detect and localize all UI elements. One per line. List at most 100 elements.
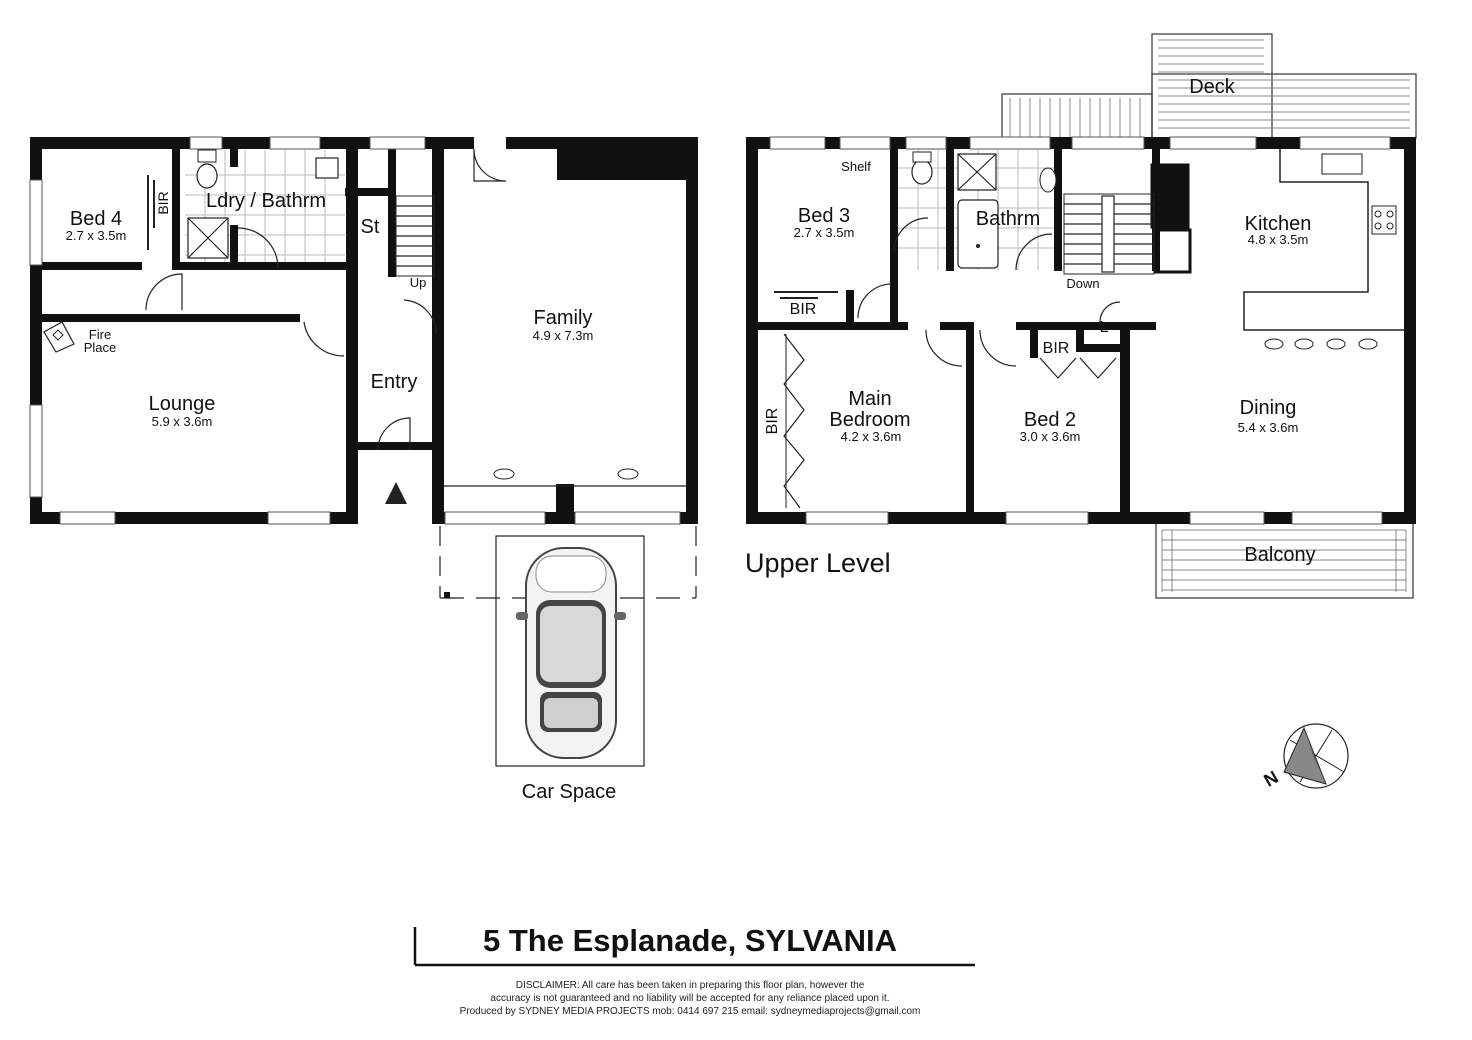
wall: [388, 149, 396, 277]
shelf-label: Shelf: [841, 159, 871, 174]
dining-dimensions: 5.4 x 3.6m: [1238, 420, 1299, 435]
bed4-dimensions: 2.7 x 3.5m: [66, 228, 127, 243]
title-block: 5 The Esplanade, SYLVANIA DISCLAIMER: Al…: [413, 923, 975, 1017]
stairs-down: [1063, 193, 1155, 275]
window: [1169, 136, 1257, 150]
window: [369, 136, 426, 150]
disclaimer-line1: DISCLAIMER: All care has been taken in p…: [516, 980, 865, 991]
wall: [1076, 344, 1126, 352]
deck-label: Deck: [1189, 76, 1236, 98]
window: [805, 511, 889, 525]
bir-bed2-label: BIR: [1043, 340, 1070, 357]
wall: [444, 137, 474, 149]
main-bedroom-dimensions: 4.2 x 3.6m: [841, 429, 902, 444]
window: [839, 136, 891, 150]
kitchen-dimensions: 4.8 x 3.5m: [1248, 232, 1309, 247]
bir-main-label: BIR: [764, 408, 781, 435]
wall: [890, 149, 898, 323]
disclaimer-line3: Produced by SYDNEY MEDIA PROJECTS mob: 0…: [460, 1006, 921, 1017]
compass-north-label: N: [1260, 767, 1281, 791]
pantry-fridge-box: [1150, 163, 1190, 229]
window: [1299, 136, 1391, 150]
wall: [230, 149, 238, 167]
wall: [230, 225, 238, 270]
laundry-bathroom-label: Ldry / Bathrm: [206, 190, 326, 212]
stairs-down-label: Down: [1066, 276, 1099, 291]
window: [905, 136, 947, 150]
sink-icon: [1321, 153, 1363, 175]
stairs-up-label: Up: [410, 275, 427, 290]
window: [269, 136, 321, 150]
wall: [1154, 228, 1192, 274]
wall: [1030, 322, 1038, 358]
entry-arrow-icon: [385, 482, 407, 504]
window: [29, 404, 43, 498]
bir-bed3-label: BIR: [790, 301, 817, 318]
family-label: Family: [534, 307, 593, 329]
fireplace-icon: [43, 321, 75, 353]
window: [1071, 136, 1145, 150]
disclaimer-line2: accuracy is not guaranteed and no liabil…: [490, 993, 889, 1004]
basin-icon: [1039, 167, 1057, 193]
wall: [686, 137, 698, 524]
store-cupboard: [557, 148, 687, 180]
window: [29, 179, 43, 266]
wall: [1054, 149, 1062, 271]
entry-label: Entry: [371, 371, 418, 393]
window: [267, 511, 331, 525]
fireplace-label-line1: Fire: [89, 327, 111, 342]
bed2-dimensions: 3.0 x 3.6m: [1020, 429, 1081, 444]
window: [1005, 511, 1089, 525]
main-bedroom-label-line2: Bedroom: [829, 409, 910, 431]
family-dimensions: 4.9 x 7.3m: [533, 328, 594, 343]
stairs-up: [395, 195, 435, 277]
main-bedroom-label-line1: Main: [848, 388, 891, 410]
wall: [506, 137, 698, 149]
wall: [758, 322, 908, 330]
bed4-label: Bed 4: [70, 208, 122, 230]
stool-icons: [493, 468, 639, 480]
upper-level-plan: Deck Shelf Bed 3 2.7 x 3.5m Bathrm P FR …: [746, 33, 1417, 599]
lounge-dimensions: 5.9 x 3.6m: [152, 414, 213, 429]
wall: [946, 149, 954, 271]
kitchen-label: Kitchen: [1245, 213, 1312, 235]
car-space-label: Car Space: [522, 781, 617, 803]
wall: [30, 137, 180, 149]
wall: [345, 188, 390, 196]
upper-level-label: Upper Level: [745, 548, 891, 578]
bed2-label: Bed 2: [1024, 409, 1076, 431]
property-address: 5 The Esplanade, SYLVANIA: [483, 923, 897, 958]
laundry-fixtures: [187, 149, 339, 259]
store-label-family: St: [613, 156, 632, 178]
cooktop-icon: [1371, 205, 1397, 235]
toilet-icon: [911, 159, 933, 185]
window: [189, 136, 223, 150]
bed3-dimensions: 2.7 x 3.5m: [794, 225, 855, 240]
fridge-label: FR: [1166, 202, 1183, 217]
store-label-entry: St: [361, 216, 380, 238]
wall: [1076, 322, 1084, 352]
wall: [1016, 322, 1156, 330]
wall: [172, 149, 180, 270]
upper-doors: [857, 217, 1121, 367]
wall: [346, 442, 432, 450]
lounge-label: Lounge: [149, 393, 216, 415]
window: [59, 511, 116, 525]
bir-bed4-label: BIR: [155, 191, 171, 214]
window: [969, 136, 1051, 150]
bath-icon: [957, 199, 999, 269]
ground-doors: [145, 148, 507, 451]
bed3-label: Bed 3: [798, 205, 850, 227]
bathroom-label: Bathrm: [976, 208, 1040, 230]
window: [1189, 511, 1265, 525]
toilet-icon: [196, 163, 218, 189]
wall: [940, 322, 966, 330]
basin-icon: [315, 157, 339, 179]
dining-label: Dining: [1240, 397, 1297, 419]
window: [769, 136, 826, 150]
wall: [42, 262, 142, 270]
ground-level-plan: Bed 4 2.7 x 3.5m BIR Ldry / Bathrm St St…: [29, 136, 698, 803]
compass-icon: N: [1260, 723, 1349, 791]
wall: [746, 137, 758, 524]
window: [1291, 511, 1383, 525]
